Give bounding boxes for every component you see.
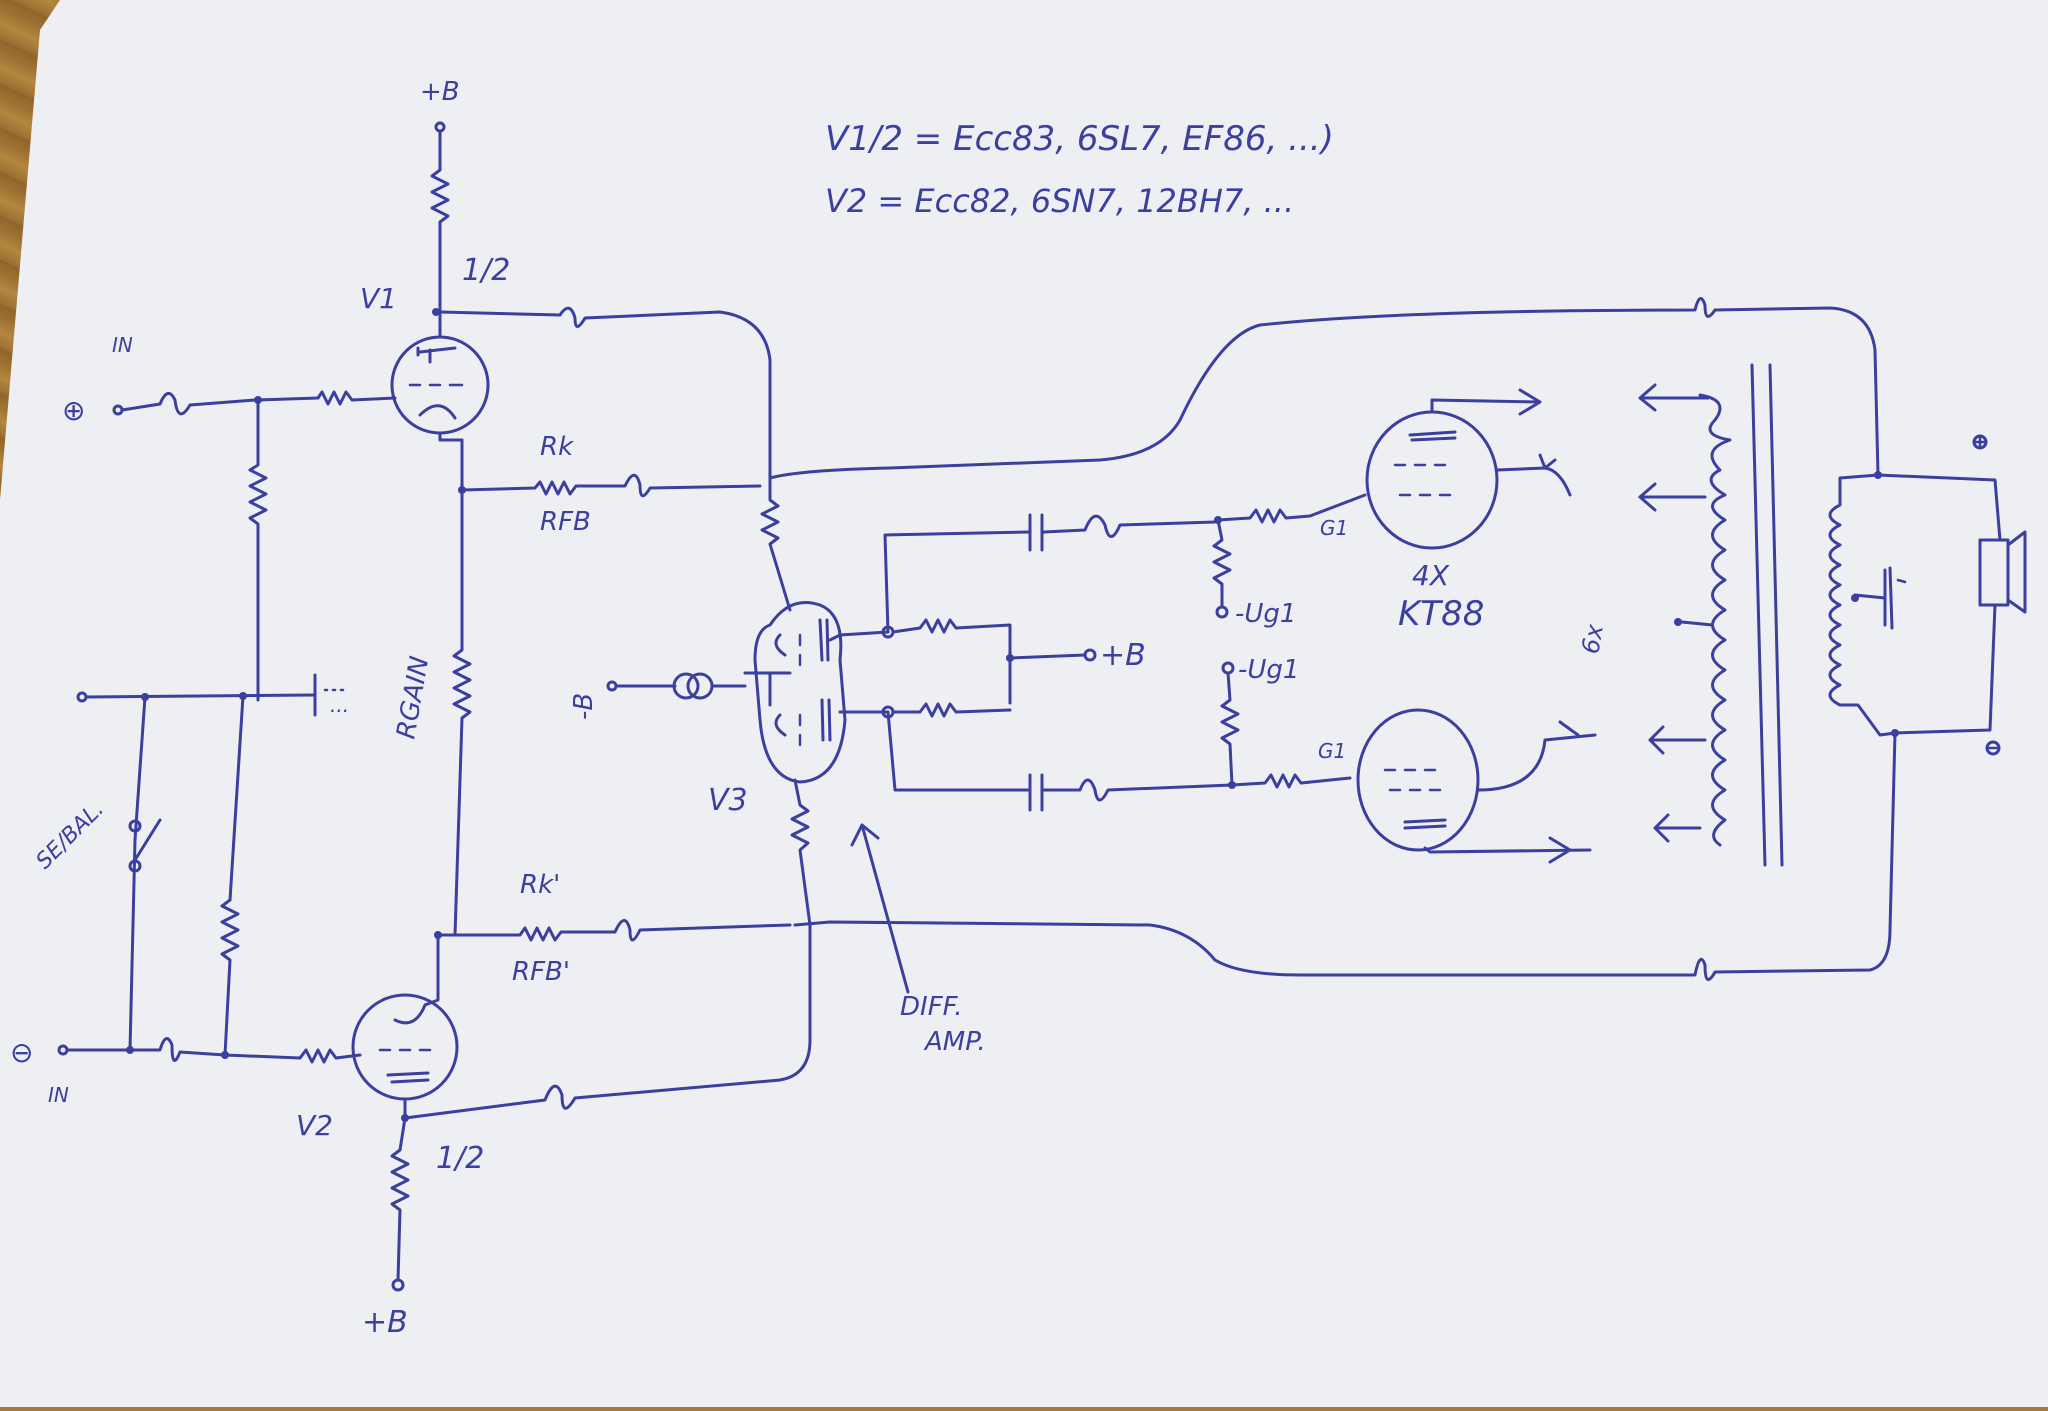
- v1-plate-wire: [438, 306, 772, 467]
- v3-top-resistor: [760, 463, 792, 612]
- coupling-capacitor-bottom: [886, 710, 1236, 812]
- input-minus-terminal: [57, 1037, 362, 1064]
- kt88-bottom-tube: [1356, 708, 1597, 864]
- label-g1-top: G1: [1320, 516, 1348, 540]
- label-in-top: IN: [112, 333, 133, 357]
- note-line-1: V1/2 = Ecc83, 6SL7, EF86, ...): [825, 119, 1334, 159]
- label-in-bottom: IN: [48, 1083, 69, 1107]
- diff-amp-arrow: [850, 823, 910, 994]
- grid-bias-resistor-bottom: [1220, 661, 1352, 789]
- input-resistor-top: [248, 398, 268, 702]
- label-rgain: RGAIN: [391, 654, 435, 741]
- input-plus-terminal: [112, 390, 397, 416]
- coupling-capacitor-top: [883, 513, 1222, 634]
- v3-bottom-resistor: [790, 778, 812, 927]
- v2-tube-symbol: [351, 933, 459, 1122]
- label-v2: V2: [296, 1109, 333, 1142]
- label-plus-b-right: +B: [1100, 638, 1146, 673]
- cathode-chain: [434, 438, 472, 939]
- label-kt88: KT88: [1398, 594, 1484, 634]
- label-rfb: RFB: [540, 507, 591, 537]
- label-half-bottom: 1/2: [436, 1141, 484, 1176]
- label-v3: V3: [708, 783, 748, 818]
- label-kt88-count: 4X: [1412, 559, 1450, 592]
- label-ug1-top: -Ug1: [1235, 599, 1296, 629]
- v2-plate-wire: [403, 923, 812, 1120]
- label-rk-prime: Rk': [520, 870, 560, 900]
- label-g1-bottom: G1: [1318, 739, 1346, 763]
- input-resistor-bottom: [220, 898, 240, 1057]
- v2-plate-load: [390, 1116, 410, 1292]
- label-input-plus: ⊕: [62, 394, 85, 427]
- label-plus-b-top: +B: [420, 77, 460, 107]
- rk-rfb-resistor-bottom: [436, 919, 792, 942]
- se-bal-switch: [128, 818, 162, 873]
- loudspeaker-icon: [1972, 434, 2027, 756]
- v3-tube-symbol: [743, 601, 847, 784]
- output-transformer-primary: [1698, 363, 1784, 867]
- label-input-minus: ⊖: [10, 1036, 33, 1069]
- label-half-top: 1/2: [462, 253, 510, 288]
- kt88-top-tube: [1365, 388, 1572, 550]
- v1-plate-load: [430, 121, 450, 316]
- output-transformer-secondary: [1828, 473, 2002, 737]
- label-rfb-prime: RFB': [512, 957, 570, 987]
- rk-rfb-resistor-top: [460, 473, 762, 498]
- label-plus-b-bottom: +B: [362, 1305, 408, 1340]
- feedback-loop-top: [768, 297, 1882, 480]
- v3-plate-resistors: [838, 618, 1097, 719]
- primary-tap-arrows: [1638, 383, 1714, 843]
- label-rk: Rk: [540, 432, 574, 462]
- note-line-2: V2 = Ecc82, 6SN7, 12BH7, ...: [825, 182, 1294, 220]
- label-6x: 6x: [1576, 621, 1609, 656]
- ground-bus: [76, 673, 345, 1052]
- label-se-bal: SE/BAL.: [32, 797, 110, 875]
- label-v1: V1: [360, 282, 397, 315]
- current-source: [606, 672, 747, 700]
- label-minus-b: -B: [569, 693, 599, 720]
- handwritten-labels: +B 1/2 V1 IN ⊕ Rk RFB RGAIN ... SE/BAL. …: [10, 77, 1609, 1340]
- v1-tube-symbol: [390, 310, 490, 442]
- grid-bias-resistor-top: [1212, 493, 1367, 619]
- label-ug1-bottom: -Ug1: [1238, 655, 1299, 685]
- feedback-loop-bottom: [793, 729, 1899, 981]
- label-diff-amp-2: AMP.: [923, 1027, 986, 1057]
- label-diff-amp-1: DIFF.: [900, 992, 963, 1022]
- label-ground-ellipsis: ...: [330, 693, 349, 717]
